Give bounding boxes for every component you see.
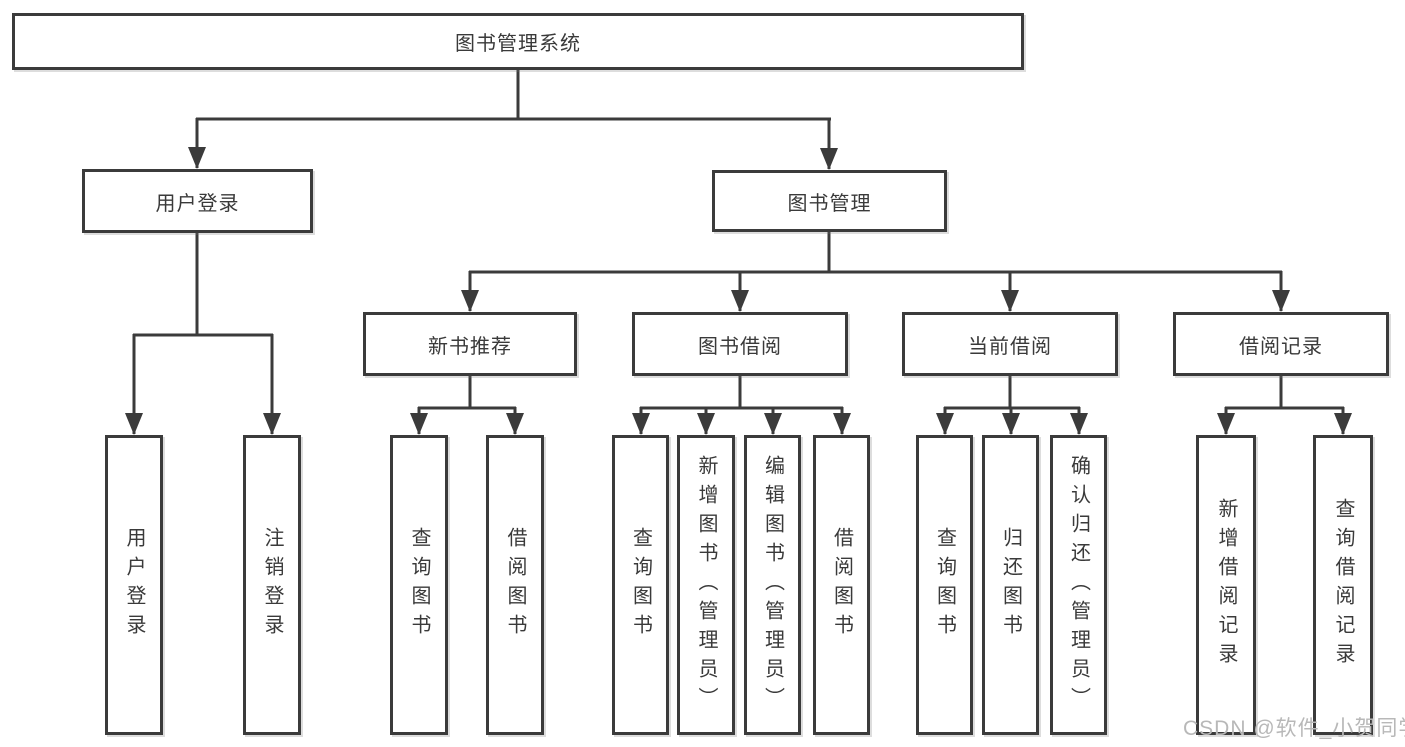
node-new-book-recommend-label: 新书推荐 — [428, 335, 512, 358]
node-book-borrow-label: 图书借阅 — [698, 335, 782, 358]
connector-root — [188, 69, 838, 170]
connector-current-borrow — [936, 375, 1088, 435]
connector-borrow-records — [1217, 375, 1352, 435]
leaf-query-books-borrow: 查询图书 — [612, 435, 669, 735]
leaf-query-books-recommend-label: 查询图书 — [408, 527, 430, 643]
node-new-book-recommend: 新书推荐 — [363, 312, 577, 376]
node-user-login-label: 用户登录 — [155, 192, 240, 215]
leaf-add-borrow-record-label: 新增借阅记录 — [1215, 498, 1237, 672]
leaf-add-book-admin: 新增图书（管理员） — [677, 435, 735, 735]
connector-new-book-recommend — [410, 375, 524, 435]
leaf-query-borrow-record: 查询借阅记录 — [1313, 435, 1373, 735]
node-book-management: 图书管理 — [712, 170, 947, 232]
leaf-logout-label: 注销登录 — [261, 527, 283, 643]
leaf-borrow-books-recommend-label: 借阅图书 — [504, 527, 526, 643]
leaf-user-login-label: 用户登录 — [123, 527, 145, 643]
leaf-borrow-books-recommend: 借阅图书 — [486, 435, 544, 735]
leaf-logout: 注销登录 — [243, 435, 301, 735]
leaf-borrow-books: 借阅图书 — [813, 435, 870, 735]
leaf-confirm-return-admin: 确认归还（管理员） — [1050, 435, 1107, 735]
node-borrow-records: 借阅记录 — [1173, 312, 1389, 376]
leaf-add-borrow-record: 新增借阅记录 — [1196, 435, 1256, 735]
connector-book-borrow — [632, 375, 851, 435]
node-current-borrow-label: 当前借阅 — [968, 335, 1052, 358]
leaf-borrow-books-label: 借阅图书 — [830, 527, 853, 643]
node-user-login: 用户登录 — [82, 169, 313, 233]
leaf-return-book-label: 归还图书 — [999, 527, 1022, 643]
leaf-query-books-current: 查询图书 — [916, 435, 973, 735]
node-borrow-records-label: 借阅记录 — [1239, 335, 1323, 358]
leaf-return-book: 归还图书 — [982, 435, 1039, 735]
leaf-add-book-admin-label: 新增图书（管理员） — [695, 454, 717, 716]
node-root-label: 图书管理系统 — [455, 33, 581, 55]
leaf-edit-book-admin: 编辑图书（管理员） — [744, 435, 801, 735]
node-root: 图书管理系统 — [12, 13, 1024, 70]
leaf-query-books-current-label: 查询图书 — [933, 527, 956, 643]
leaf-confirm-return-admin-label: 确认归还（管理员） — [1067, 454, 1090, 716]
leaf-query-books-recommend: 查询图书 — [390, 435, 448, 735]
node-current-borrow: 当前借阅 — [902, 312, 1118, 376]
connector-user-login — [125, 232, 281, 435]
csdn-watermark: CSDN @软件_小贺同学 — [1183, 717, 1405, 740]
leaf-query-borrow-record-label: 查询借阅记录 — [1332, 498, 1354, 672]
node-book-borrow: 图书借阅 — [632, 312, 848, 376]
node-book-management-label: 图书管理 — [787, 192, 872, 215]
connector-book-management — [461, 231, 1290, 312]
leaf-query-books-borrow-label: 查询图书 — [629, 527, 652, 643]
leaf-user-login: 用户登录 — [105, 435, 163, 735]
leaf-edit-book-admin-label: 编辑图书（管理员） — [761, 454, 784, 716]
